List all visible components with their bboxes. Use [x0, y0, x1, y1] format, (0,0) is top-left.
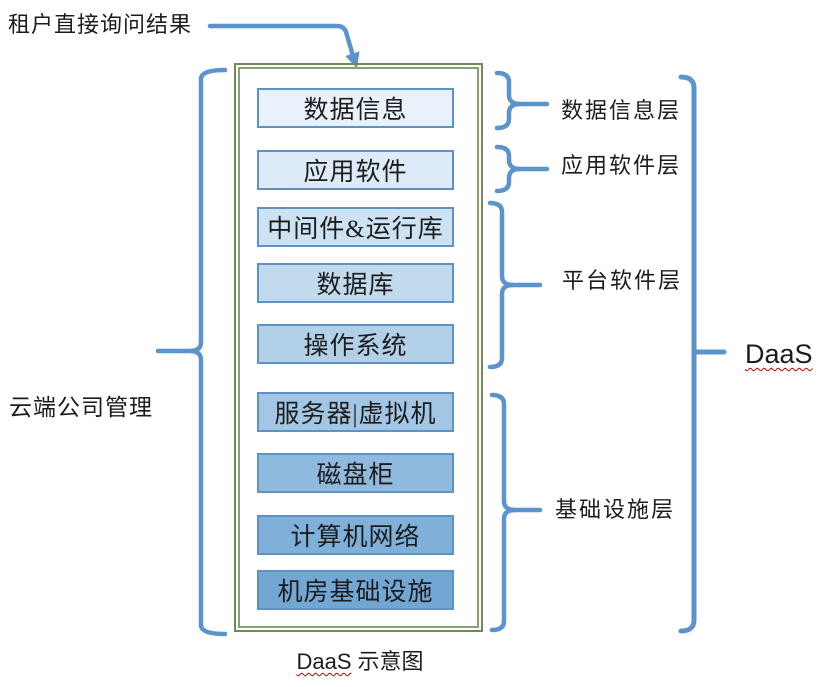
- daas-label: DaaS: [745, 339, 813, 369]
- layer-box-os: 操作系统: [257, 324, 454, 364]
- app-layer-brace: [494, 144, 523, 194]
- layer-box-database: 数据库: [257, 263, 454, 303]
- stack-container-inner-border: [238, 67, 479, 628]
- data-layer-brace: [494, 70, 523, 131]
- stack-container: [234, 63, 483, 632]
- cloud-mgmt-label: 云端公司管理: [9, 395, 153, 420]
- daas-bracket: [678, 74, 697, 634]
- layer-box-disk-array: 磁盘柜: [257, 453, 454, 493]
- layer-box-computer-network: 计算机网络: [257, 515, 454, 555]
- platform-layer-brace: [487, 200, 516, 370]
- layer-box-middleware-runtime: 中间件&运行库: [257, 207, 454, 247]
- layer-box-server-vm: 服务器|虚拟机: [257, 392, 454, 432]
- layer-label-platform: 平台软件层: [562, 268, 683, 293]
- tenant-query-arrow-line: [207, 23, 355, 56]
- layer-label-infra: 基础设施层: [555, 497, 676, 522]
- tenant-query-label: 租户直接询问结果: [8, 12, 193, 37]
- layer-label-app: 应用软件层: [561, 153, 682, 178]
- caption-daas-text: DaaS: [296, 649, 352, 674]
- layer-box-data-info: 数据信息: [257, 88, 454, 128]
- layer-label-data: 数据信息层: [561, 98, 682, 123]
- layer-box-datacenter-facility: 机房基础设施: [257, 570, 454, 610]
- infra-layer-brace: [489, 392, 518, 633]
- layer-box-app-software: 应用软件: [257, 150, 454, 190]
- caption-zh-text: 示意图: [357, 649, 424, 674]
- cloud-mgmt-brace: [187, 67, 228, 637]
